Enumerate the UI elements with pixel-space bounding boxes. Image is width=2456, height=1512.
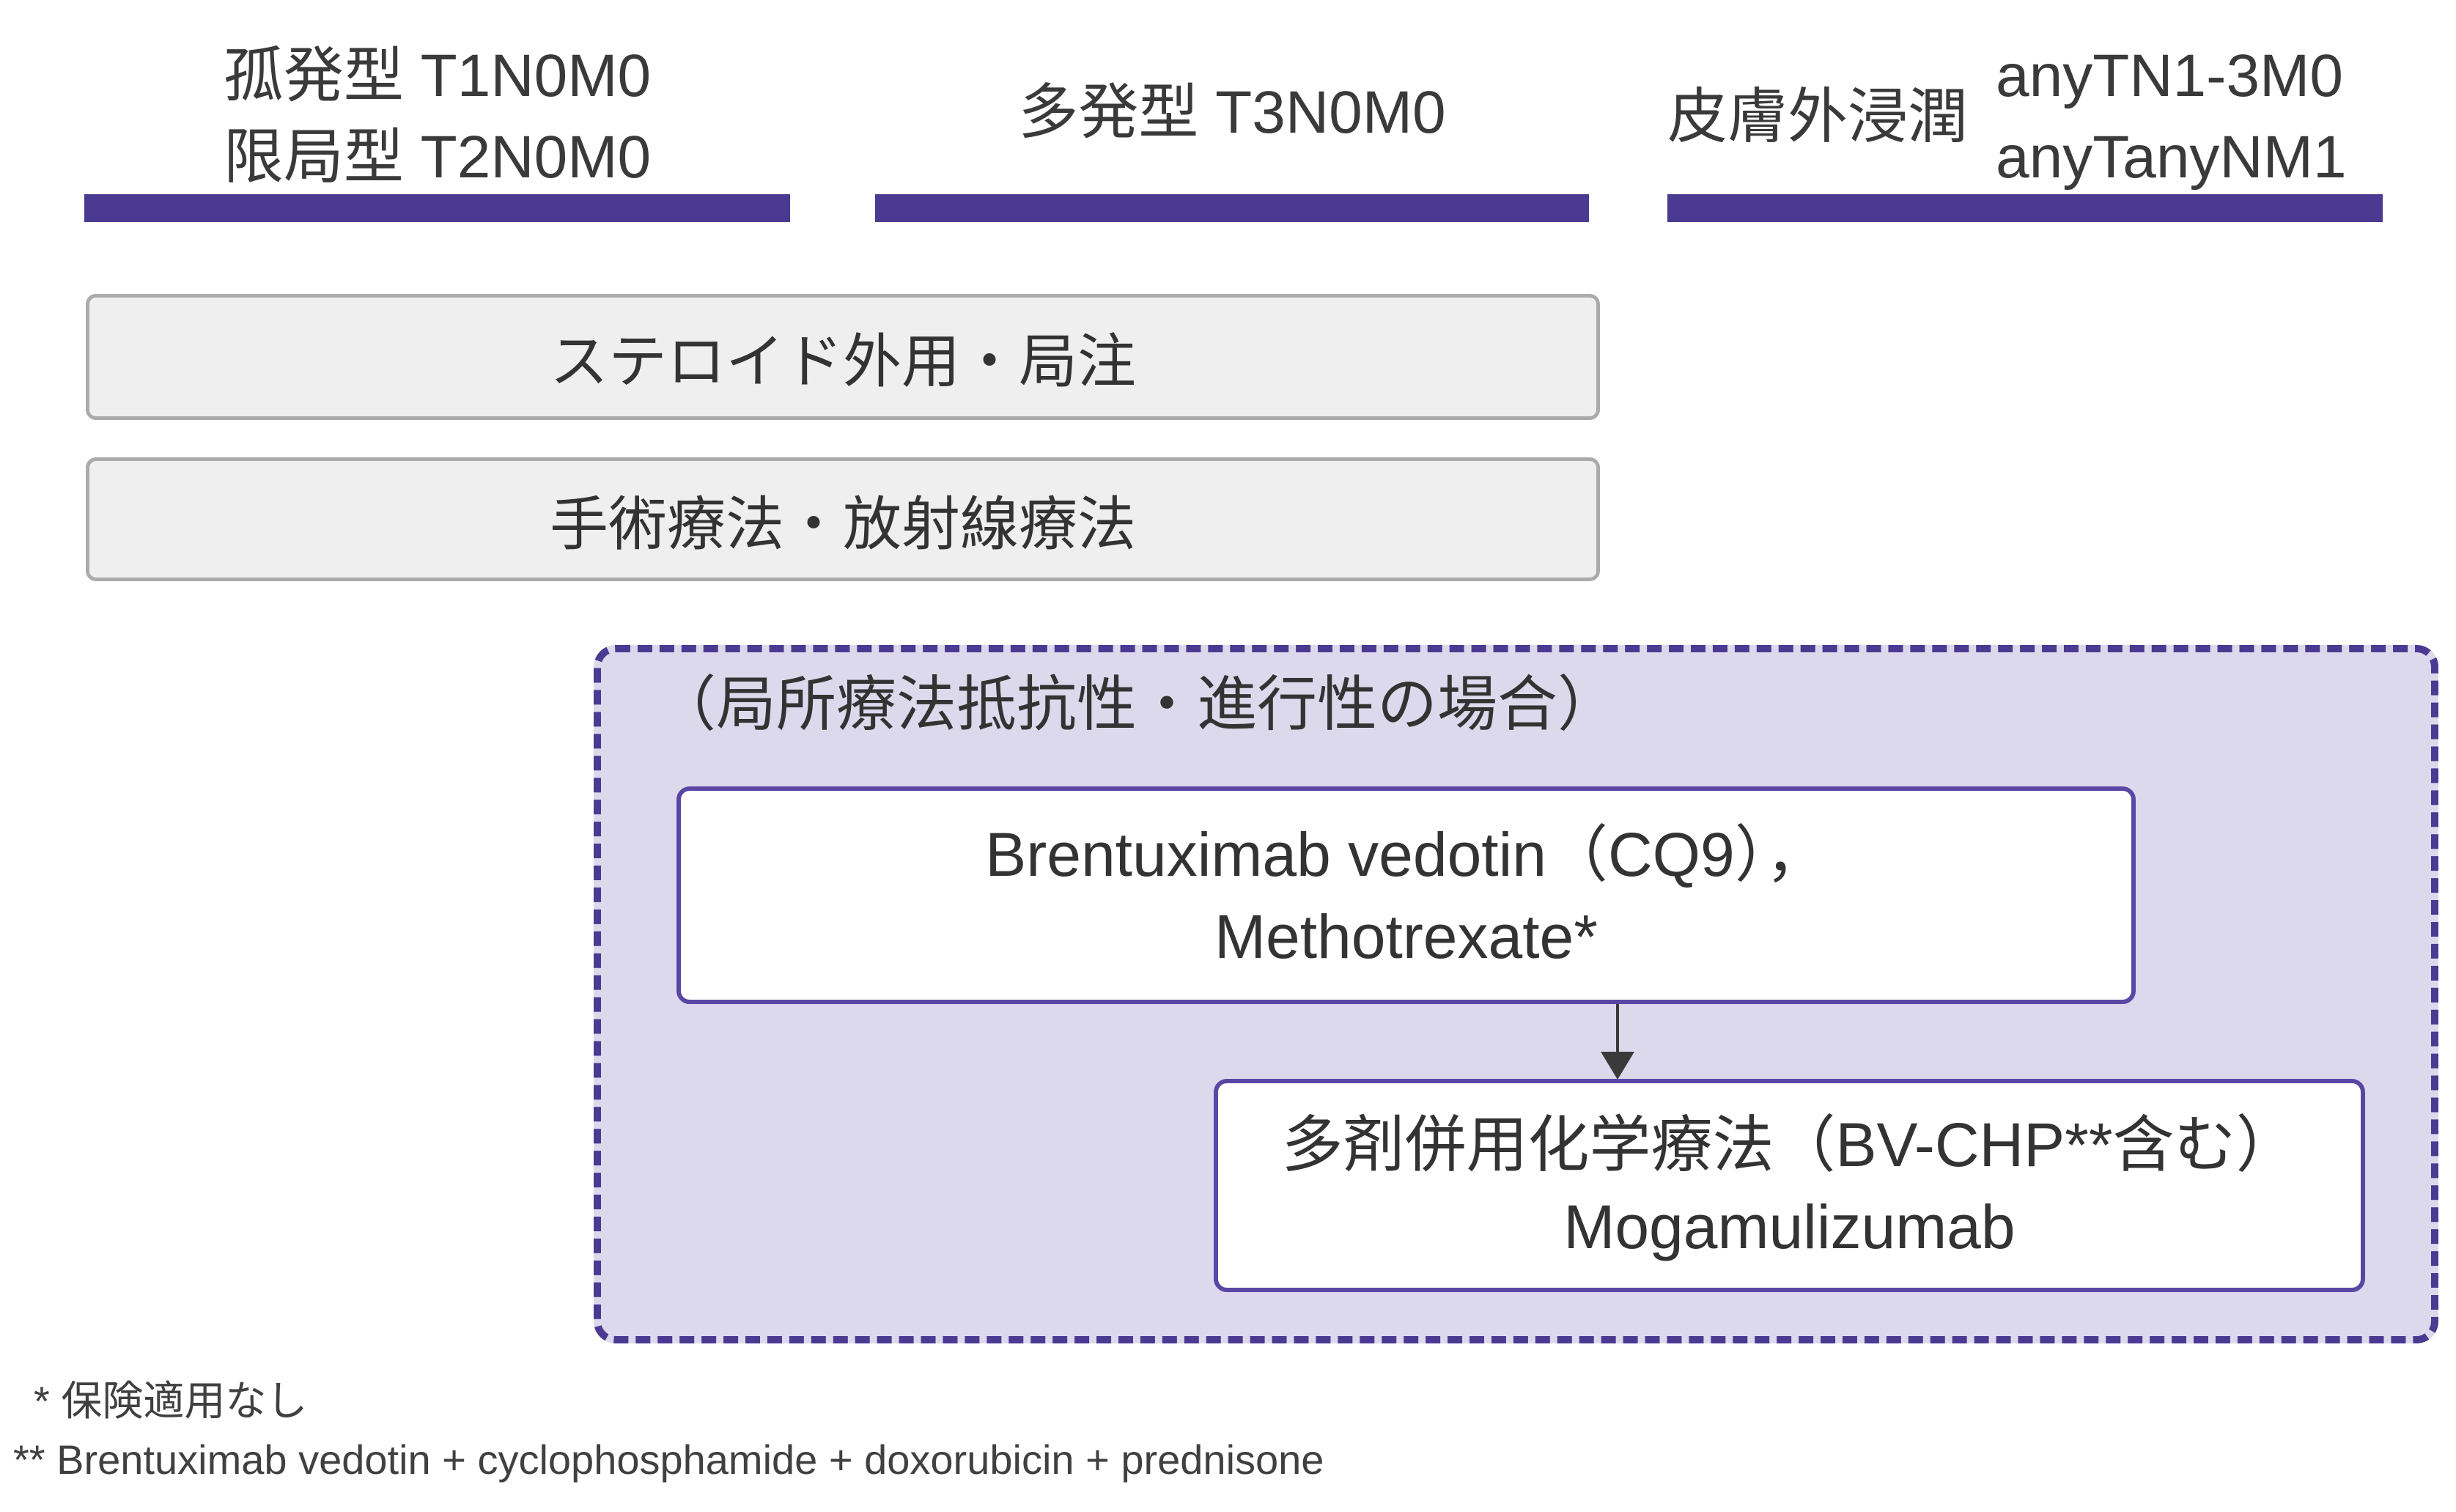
panel-title: （局所療法抵抗性・進行性の場合） [656,671,1618,738]
column-header-multifocal: 多発型 T3N0M0 [875,72,1589,153]
down-arrow [1616,1004,1619,1052]
column-underline-1 [84,194,790,222]
therapy-line: Brentuximab vedotin（CQ9）， [985,819,1827,889]
header-line: 孤発型 T1N0M0 [223,43,652,109]
surgery-radiation-label: 手術療法・放射線療法 [550,491,1136,557]
therapy-line: 多剤併用化学療法（BV-CHP**含む） [1281,1110,2298,1179]
column-header-extracutaneous: 皮膚外浸潤 anyTN1-3M0 anyTanyNM1 [1667,35,2383,198]
column-underline-2 [875,194,1589,222]
down-arrow-head-icon [1601,1052,1634,1080]
column-header-solitary-localized: 孤発型 T1N0M0 限局型 T2N0M0 [84,35,790,198]
second-line-therapy-box: 多剤併用化学療法（BV-CHP**含む） Mogamulizumab [1214,1079,2365,1292]
column-underline-3 [1667,194,2383,222]
footnote-2: ** Brentuximab vedotin + cyclophosphamid… [13,1437,1324,1483]
topical-steroid-box: ステロイド外用・局注 [86,294,1600,420]
header-line: 限局型 T2N0M0 [223,124,652,191]
header-line: 多発型 T3N0M0 [1018,79,1446,146]
therapy-line: Methotrexate* [1214,901,1598,971]
header-line: anyTN1-3M0 [1996,43,2343,109]
footnote-1: * 保険適用なし [34,1378,308,1424]
surgery-radiation-box: 手術療法・放射線療法 [86,457,1600,581]
therapy-line: Mogamulizumab [1563,1192,2016,1261]
systemic-therapy-panel: （局所療法抵抗性・進行性の場合） Brentuximab vedotin（CQ9… [594,645,2438,1343]
header-line: anyTanyNM1 [1996,124,2347,191]
header-stage-stack: anyTN1-3M0 anyTanyNM1 [1996,35,2347,198]
first-line-therapy-box: Brentuximab vedotin（CQ9）， Methotrexate* [676,786,2136,1004]
header-label: 皮膚外浸潤 [1667,83,1969,150]
topical-steroid-label: ステロイド外用・局注 [550,329,1136,394]
